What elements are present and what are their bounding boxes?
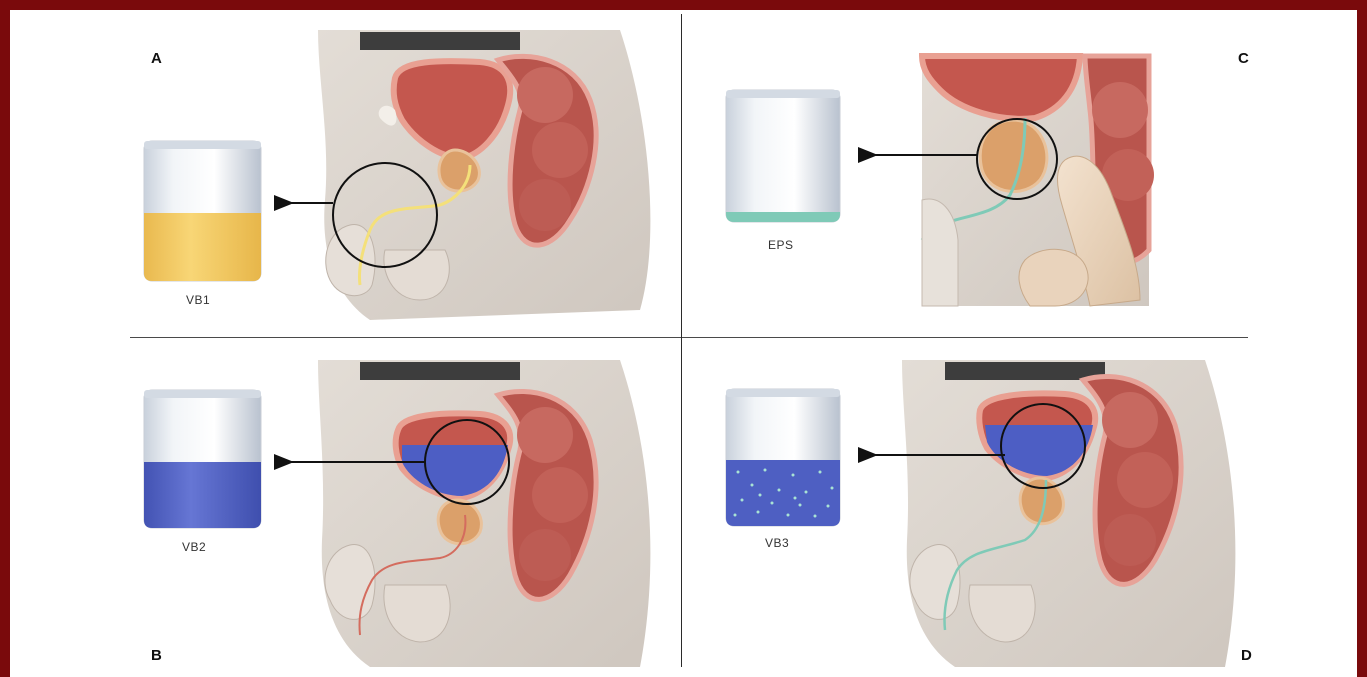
beaker-vb2 [144, 390, 261, 528]
beaker-vb1 [144, 141, 261, 281]
anatomy-panel-c [922, 56, 1154, 306]
beaker-eps [726, 90, 840, 222]
beaker-vb3 [726, 389, 840, 526]
anatomy-panel-b [318, 360, 650, 667]
anatomy-panel-d [902, 360, 1235, 667]
anatomy-panel-a [318, 30, 650, 320]
